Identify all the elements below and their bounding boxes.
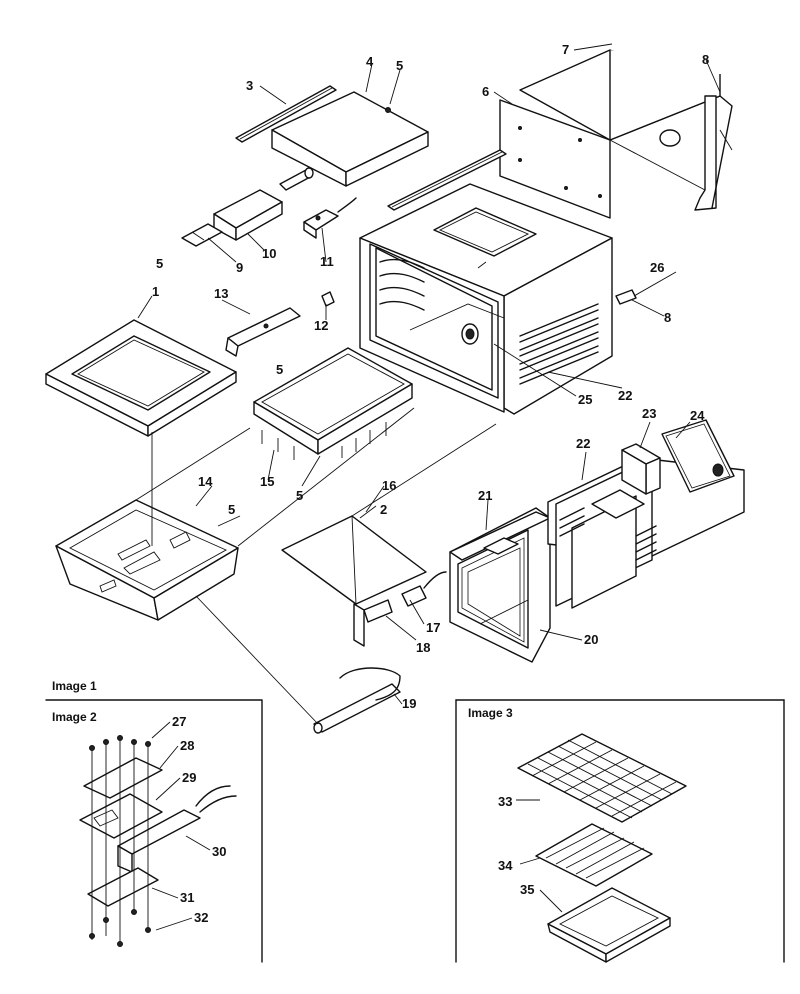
image-2-title: Image 2 (52, 710, 97, 724)
bracket-part-13 (225, 307, 301, 357)
base-pan-part (55, 499, 239, 621)
callout-22-b: 22 (576, 436, 590, 451)
callout-11: 11 (320, 254, 334, 269)
heat-shield-part-2 (281, 515, 427, 647)
door-frame-part (45, 319, 237, 437)
callout-labels: Image 1 Image 2 Image 3 1 2 3 4 5 5 5 5 … (52, 42, 709, 925)
callout-12: 12 (314, 318, 328, 333)
heater-plate-part (253, 347, 413, 460)
callout-32: 32 (194, 910, 208, 925)
callout-5-a: 5 (396, 58, 403, 73)
callout-28: 28 (180, 738, 194, 753)
callout-5-e: 5 (228, 502, 235, 517)
callout-5-b: 5 (156, 256, 163, 271)
bracket-part-9 (181, 223, 223, 247)
callout-7: 7 (562, 42, 569, 57)
callout-9: 9 (236, 260, 243, 275)
callout-8-a: 8 (702, 52, 709, 67)
callout-31: 31 (180, 890, 194, 905)
callout-16: 16 (382, 478, 396, 493)
image-1-title: Image 1 (52, 679, 97, 693)
callout-6: 6 (482, 84, 489, 99)
callout-30: 30 (212, 844, 226, 859)
callout-20: 20 (584, 632, 598, 647)
callout-15: 15 (260, 474, 274, 489)
trim-strip-part (235, 85, 337, 143)
image-3-title: Image 3 (468, 706, 513, 720)
callout-8-b: 8 (664, 310, 671, 325)
motor-assembly-part (213, 167, 314, 241)
switch-part-11 (303, 197, 357, 239)
rear-panel-part (661, 419, 735, 493)
callout-29: 29 (182, 770, 196, 785)
burner-tube-part (313, 667, 401, 734)
callout-2: 2 (380, 502, 387, 517)
callout-10: 10 (262, 246, 276, 261)
front-frame-part (449, 507, 551, 663)
clip-part-12 (321, 291, 335, 307)
callout-4: 4 (366, 54, 374, 69)
callout-13: 13 (214, 286, 228, 301)
callout-24: 24 (690, 408, 705, 423)
top-cover-part (271, 91, 429, 187)
callout-1: 1 (152, 284, 159, 299)
image-2-inset (45, 699, 263, 963)
callout-22-a: 22 (618, 388, 632, 403)
callout-14: 14 (198, 474, 213, 489)
oven-cavity-part (359, 183, 637, 415)
lower-trim-strip-part (387, 149, 507, 211)
leader-lines (135, 43, 721, 725)
callout-5-c: 5 (276, 362, 283, 377)
callout-21: 21 (478, 488, 492, 503)
callout-33: 33 (498, 794, 512, 809)
callout-17: 17 (426, 620, 440, 635)
igniter-part (363, 571, 447, 623)
rear-wrapper-part (499, 49, 733, 219)
callout-3: 3 (246, 78, 253, 93)
callout-25: 25 (578, 392, 592, 407)
callout-26: 26 (650, 260, 664, 275)
callout-35: 35 (520, 882, 534, 897)
block-part-23 (621, 443, 661, 495)
callout-19: 19 (402, 696, 416, 711)
callout-34: 34 (498, 858, 513, 873)
callout-5-d: 5 (296, 488, 303, 503)
callout-23: 23 (642, 406, 656, 421)
callout-27: 27 (172, 714, 186, 729)
callout-18: 18 (416, 640, 430, 655)
image-3-inset (455, 699, 785, 963)
